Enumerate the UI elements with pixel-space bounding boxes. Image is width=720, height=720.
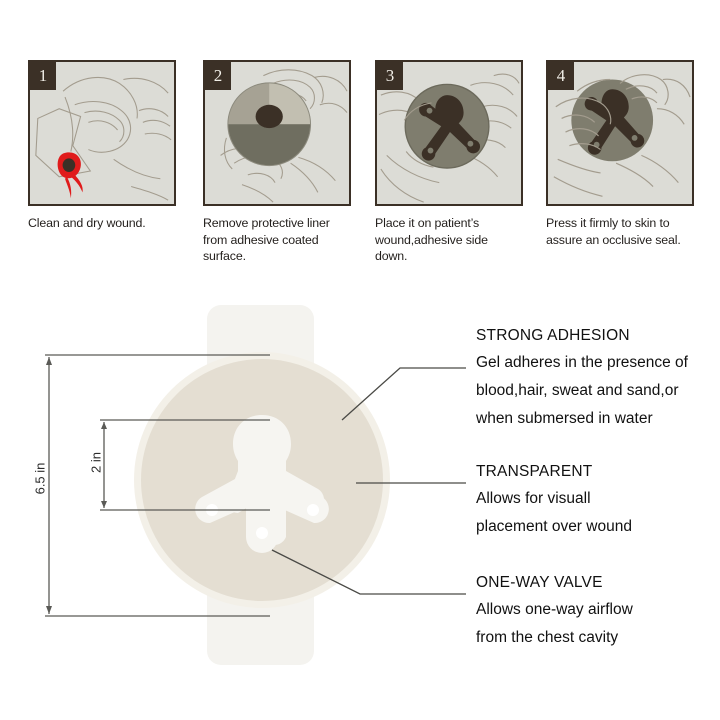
instruction-step-1: 1 <box>28 60 176 232</box>
callout-strong-adhesion-title: STRONG ADHESION <box>476 327 630 344</box>
step-3-number: 3 <box>377 62 403 90</box>
instruction-step-4: 4 <box>546 60 694 248</box>
callout-strong-adhesion-line-2: blood,hair, sweat and sand,or <box>476 382 679 399</box>
step-3-caption: Place it on patient’s wound,adhesive sid… <box>375 216 488 263</box>
product-diagram: 6.5 in 2 in STRONG ADHESION Gel adheres … <box>0 275 720 720</box>
dimension-label-overall: 6.5 in <box>32 462 48 495</box>
instruction-step-3: 3 <box>375 60 523 265</box>
callout-transparent-line-2: placement over wound <box>476 518 632 535</box>
instruction-step-2: 2 <box>203 60 351 265</box>
callout-one-way-valve-line-2: from the chest cavity <box>476 629 619 646</box>
leader-one-way-valve <box>271 549 466 595</box>
blood-drop-graphic <box>57 152 83 199</box>
step-3-illustration-frame: 3 <box>375 60 523 206</box>
dimension-arrows <box>46 357 107 614</box>
step-4-artwork <box>553 74 691 197</box>
callout-transparent-line-1: Allows for visuall <box>476 490 591 507</box>
valve-port-bottom <box>256 527 268 539</box>
callout-strong-adhesion-line-1: Gel adheres in the presence of <box>476 354 688 371</box>
dimension-label-valve: 2 in <box>88 452 104 473</box>
step-4-illustration-frame: 4 <box>546 60 694 206</box>
step-1-illustration-frame: 1 <box>28 60 176 206</box>
step-2-artwork <box>220 69 348 203</box>
step-3-artwork <box>378 73 520 203</box>
step-1-number: 1 <box>30 62 56 90</box>
step-1-caption: Clean and dry wound. <box>28 216 146 230</box>
callout-transparent-title: TRANSPARENT <box>476 463 593 480</box>
dimension-lines <box>45 354 270 617</box>
callout-one-way-valve-title: ONE-WAY VALVE <box>476 574 603 591</box>
callout-strong-adhesion: STRONG ADHESION Gel adheres in the prese… <box>476 323 688 433</box>
pressed-seal-graphic <box>571 79 654 162</box>
step-2-caption: Remove protective liner from adhesive co… <box>203 216 330 263</box>
callout-transparent: TRANSPARENT Allows for visuall placement… <box>476 459 632 541</box>
step-2-illustration-frame: 2 <box>203 60 351 206</box>
product-diagram-artwork <box>45 305 466 665</box>
leader-strong-adhesion <box>341 367 466 421</box>
one-way-valve <box>195 415 329 553</box>
chest-seal-disc-graphic <box>227 82 312 167</box>
callout-leader-lines <box>271 367 466 595</box>
step-4-caption: Press it firmly to skin to assure an occ… <box>546 216 681 247</box>
callout-strong-adhesion-line-3: when submersed in water <box>476 410 653 427</box>
instruction-steps-strip: 1 <box>0 0 720 270</box>
applied-seal-graphic <box>404 83 490 169</box>
step-4-number: 4 <box>548 62 574 90</box>
callout-one-way-valve-line-1: Allows one-way airflow <box>476 601 633 618</box>
step-1-artwork <box>35 76 172 201</box>
callout-one-way-valve: ONE-WAY VALVE Allows one-way airflow fro… <box>476 570 633 652</box>
valve-port-right <box>307 504 319 516</box>
step-2-number: 2 <box>205 62 231 90</box>
